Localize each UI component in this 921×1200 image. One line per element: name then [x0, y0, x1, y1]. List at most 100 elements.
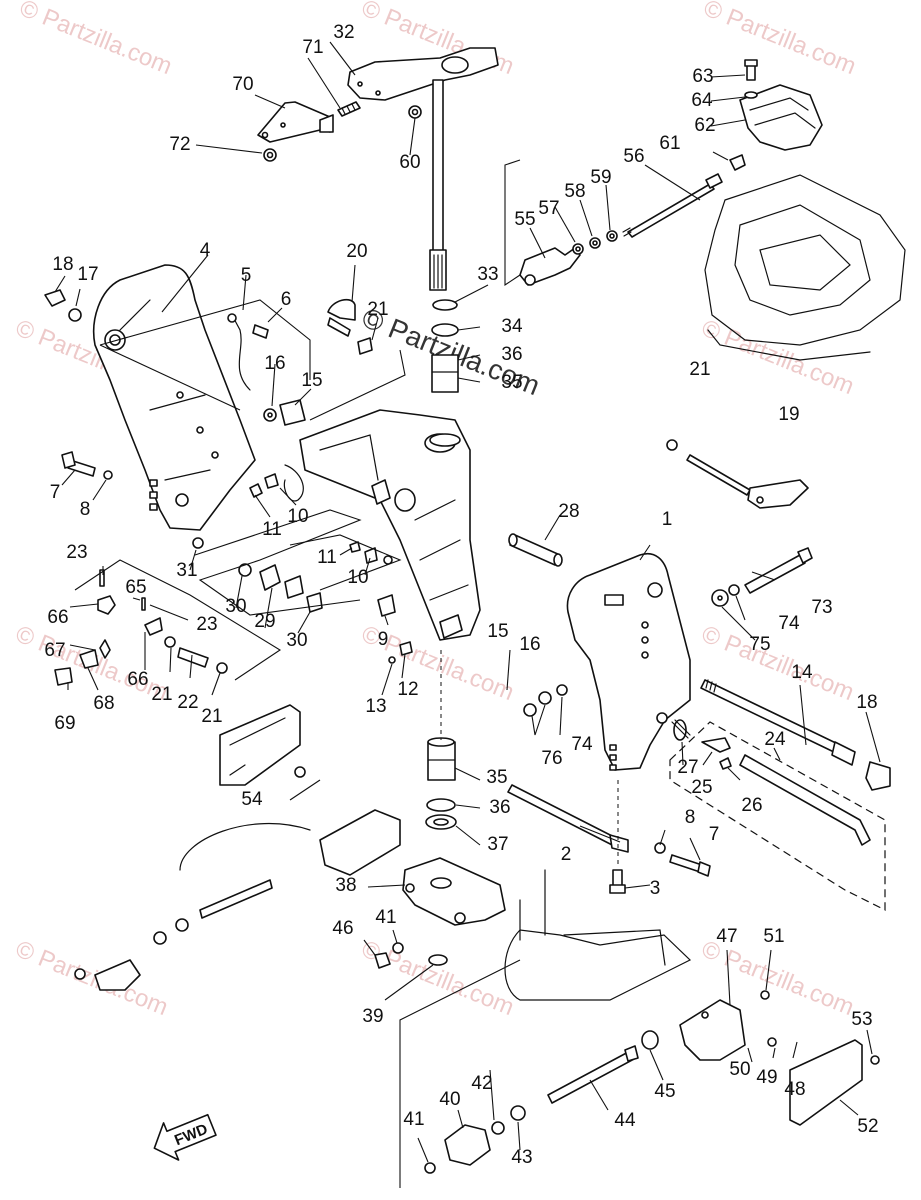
callout-25[interactable]: 25: [691, 777, 712, 798]
callout-24[interactable]: 24: [764, 729, 786, 750]
callout-38[interactable]: 38: [335, 875, 356, 896]
callout-18[interactable]: 18: [856, 692, 877, 713]
callout-7[interactable]: 7: [50, 482, 61, 503]
callout-52[interactable]: 52: [857, 1116, 878, 1137]
callout-16[interactable]: 16: [264, 353, 285, 374]
callout-29[interactable]: 29: [254, 611, 275, 632]
callout-11[interactable]: 11: [317, 547, 337, 568]
callout-21[interactable]: 21: [689, 359, 710, 380]
callout-2[interactable]: 2: [561, 844, 572, 865]
callout-28[interactable]: 28: [558, 501, 579, 522]
callout-62[interactable]: 62: [694, 115, 715, 136]
callout-53[interactable]: 53: [851, 1009, 872, 1030]
callout-34[interactable]: 34: [501, 316, 523, 337]
callout-32[interactable]: 32: [333, 22, 354, 43]
callout-59[interactable]: 59: [590, 167, 611, 188]
callout-73[interactable]: 73: [811, 597, 832, 618]
callout-64[interactable]: 64: [691, 90, 713, 111]
callout-48[interactable]: 48: [784, 1079, 805, 1100]
callout-43[interactable]: 43: [511, 1147, 532, 1168]
callout-37[interactable]: 37: [487, 834, 508, 855]
callout-72[interactable]: 72: [169, 134, 190, 155]
callout-41[interactable]: 41: [375, 907, 396, 928]
callout-39[interactable]: 39: [362, 1006, 383, 1027]
callout-1[interactable]: 1: [662, 509, 673, 530]
callout-74[interactable]: 74: [571, 734, 593, 755]
callout-14[interactable]: 14: [791, 662, 813, 683]
callout-labels: 1 2 3 4 5 6 7 7 8 8 9 10 10 11 11 12 13 …: [44, 22, 878, 1168]
callout-15[interactable]: 15: [301, 370, 322, 391]
callout-35[interactable]: 35: [501, 372, 522, 393]
callout-55[interactable]: 55: [514, 209, 535, 230]
callout-70[interactable]: 70: [232, 74, 253, 95]
callout-74[interactable]: 74: [778, 613, 800, 634]
callout-76[interactable]: 76: [541, 748, 562, 769]
callout-40[interactable]: 40: [439, 1089, 460, 1110]
callout-26[interactable]: 26: [741, 795, 762, 816]
callout-33[interactable]: 33: [477, 264, 498, 285]
callout-61[interactable]: 61: [659, 133, 680, 154]
callout-15[interactable]: 15: [487, 621, 508, 642]
nut-60: [408, 105, 422, 119]
callout-69[interactable]: 69: [54, 713, 75, 734]
callout-68[interactable]: 68: [93, 693, 114, 714]
callout-22[interactable]: 22: [177, 692, 198, 713]
callout-36[interactable]: 36: [501, 344, 522, 365]
callout-30[interactable]: 30: [225, 596, 246, 617]
callout-9[interactable]: 9: [378, 629, 389, 650]
callout-4[interactable]: 4: [200, 240, 211, 261]
callout-7[interactable]: 7: [709, 824, 720, 845]
callout-50[interactable]: 50: [729, 1059, 750, 1080]
callout-56[interactable]: 56: [623, 146, 644, 167]
callout-27[interactable]: 27: [677, 757, 698, 778]
callout-18[interactable]: 18: [52, 254, 73, 275]
callout-6[interactable]: 6: [281, 289, 292, 310]
callout-20[interactable]: 20: [346, 241, 367, 262]
callout-36[interactable]: 36: [489, 797, 510, 818]
callout-12[interactable]: 12: [397, 679, 418, 700]
callout-11[interactable]: 11: [262, 519, 282, 540]
callout-23[interactable]: 23: [196, 614, 217, 635]
callout-65[interactable]: 65: [125, 577, 146, 598]
callout-46[interactable]: 46: [332, 918, 353, 939]
bushing-35-lower: [425, 650, 457, 830]
callout-10[interactable]: 10: [287, 506, 308, 527]
callout-54[interactable]: 54: [241, 789, 263, 810]
callout-31[interactable]: 31: [176, 560, 197, 581]
callout-16[interactable]: 16: [519, 634, 540, 655]
callout-57[interactable]: 57: [538, 198, 559, 219]
callout-66[interactable]: 66: [47, 607, 68, 628]
callout-60[interactable]: 60: [399, 152, 420, 173]
bolt-73: [711, 547, 813, 607]
callout-17[interactable]: 17: [77, 264, 98, 285]
mid-small-parts: [192, 464, 413, 664]
callout-49[interactable]: 49: [756, 1067, 777, 1088]
callout-58[interactable]: 58: [564, 181, 585, 202]
callout-63[interactable]: 63: [692, 66, 713, 87]
upper-mount: [504, 59, 823, 287]
callout-3[interactable]: 3: [650, 878, 661, 899]
callout-21[interactable]: 21: [201, 706, 222, 727]
callout-13[interactable]: 13: [365, 696, 386, 717]
callout-5[interactable]: 5: [241, 265, 252, 286]
callout-41[interactable]: 41: [403, 1109, 424, 1130]
callout-21[interactable]: 21: [367, 299, 388, 320]
callout-45[interactable]: 45: [654, 1081, 675, 1102]
callout-19[interactable]: 19: [778, 404, 799, 425]
callout-75[interactable]: 75: [749, 634, 770, 655]
callout-44[interactable]: 44: [614, 1110, 636, 1131]
callout-42[interactable]: 42: [471, 1073, 492, 1094]
callout-51[interactable]: 51: [763, 926, 784, 947]
callout-67[interactable]: 67: [44, 640, 65, 661]
callout-47[interactable]: 47: [716, 926, 737, 947]
callout-10[interactable]: 10: [347, 567, 368, 588]
callout-21[interactable]: 21: [151, 684, 172, 705]
callout-8[interactable]: 8: [685, 807, 696, 828]
callout-35[interactable]: 35: [486, 767, 507, 788]
watermark: © Partzilla.com: [700, 0, 860, 80]
callout-66[interactable]: 66: [127, 669, 148, 690]
callout-8[interactable]: 8: [80, 499, 91, 520]
callout-71[interactable]: 71: [302, 37, 323, 58]
callout-30[interactable]: 30: [286, 630, 307, 651]
callout-23[interactable]: 23: [66, 542, 87, 563]
